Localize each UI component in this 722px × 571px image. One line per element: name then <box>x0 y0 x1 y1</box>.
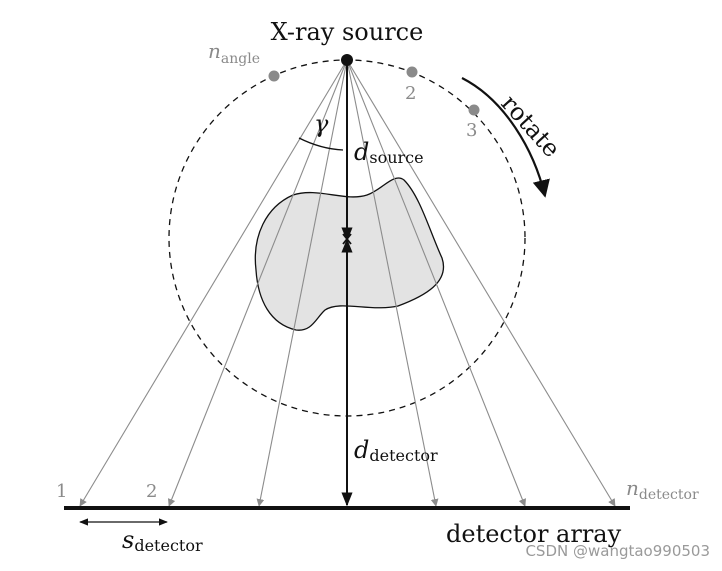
angle-marker-3 <box>468 104 480 116</box>
xray-source-label: X-ray source <box>271 18 424 46</box>
ray-1 <box>79 59 348 507</box>
ray-3 <box>256 59 348 507</box>
fan-rays <box>79 59 616 507</box>
d-source-label: dsource <box>354 138 424 167</box>
n-angle-label: nangle <box>208 39 260 67</box>
gamma-arc <box>298 137 344 151</box>
angle-marker-2-label: 2 <box>405 83 416 104</box>
detector-1-label: 1 <box>56 481 67 502</box>
xray-source-dot <box>341 54 353 66</box>
rotate-label: rotate <box>496 89 566 163</box>
angle-marker-3-label: 3 <box>466 120 477 141</box>
watermark: CSDN @wangtao990503 <box>525 542 710 560</box>
d-detector-label: ddetector <box>354 436 438 465</box>
angle-marker-2 <box>406 66 418 78</box>
ray-6 <box>346 59 527 507</box>
rotation-center-mark <box>342 233 352 245</box>
s-detector-label: sdetector <box>122 526 203 555</box>
angle-marker-n <box>268 70 280 82</box>
ray-5 <box>346 59 439 507</box>
ray-2 <box>167 59 348 507</box>
gamma-label: γ <box>314 110 329 138</box>
detector-2-label: 2 <box>146 481 157 502</box>
ray-7 <box>346 59 616 507</box>
scanned-object <box>254 177 445 331</box>
detector-array-label: detector array <box>446 520 622 548</box>
n-detector-label: ndetector <box>626 476 699 503</box>
rotate-arrow <box>461 77 550 198</box>
